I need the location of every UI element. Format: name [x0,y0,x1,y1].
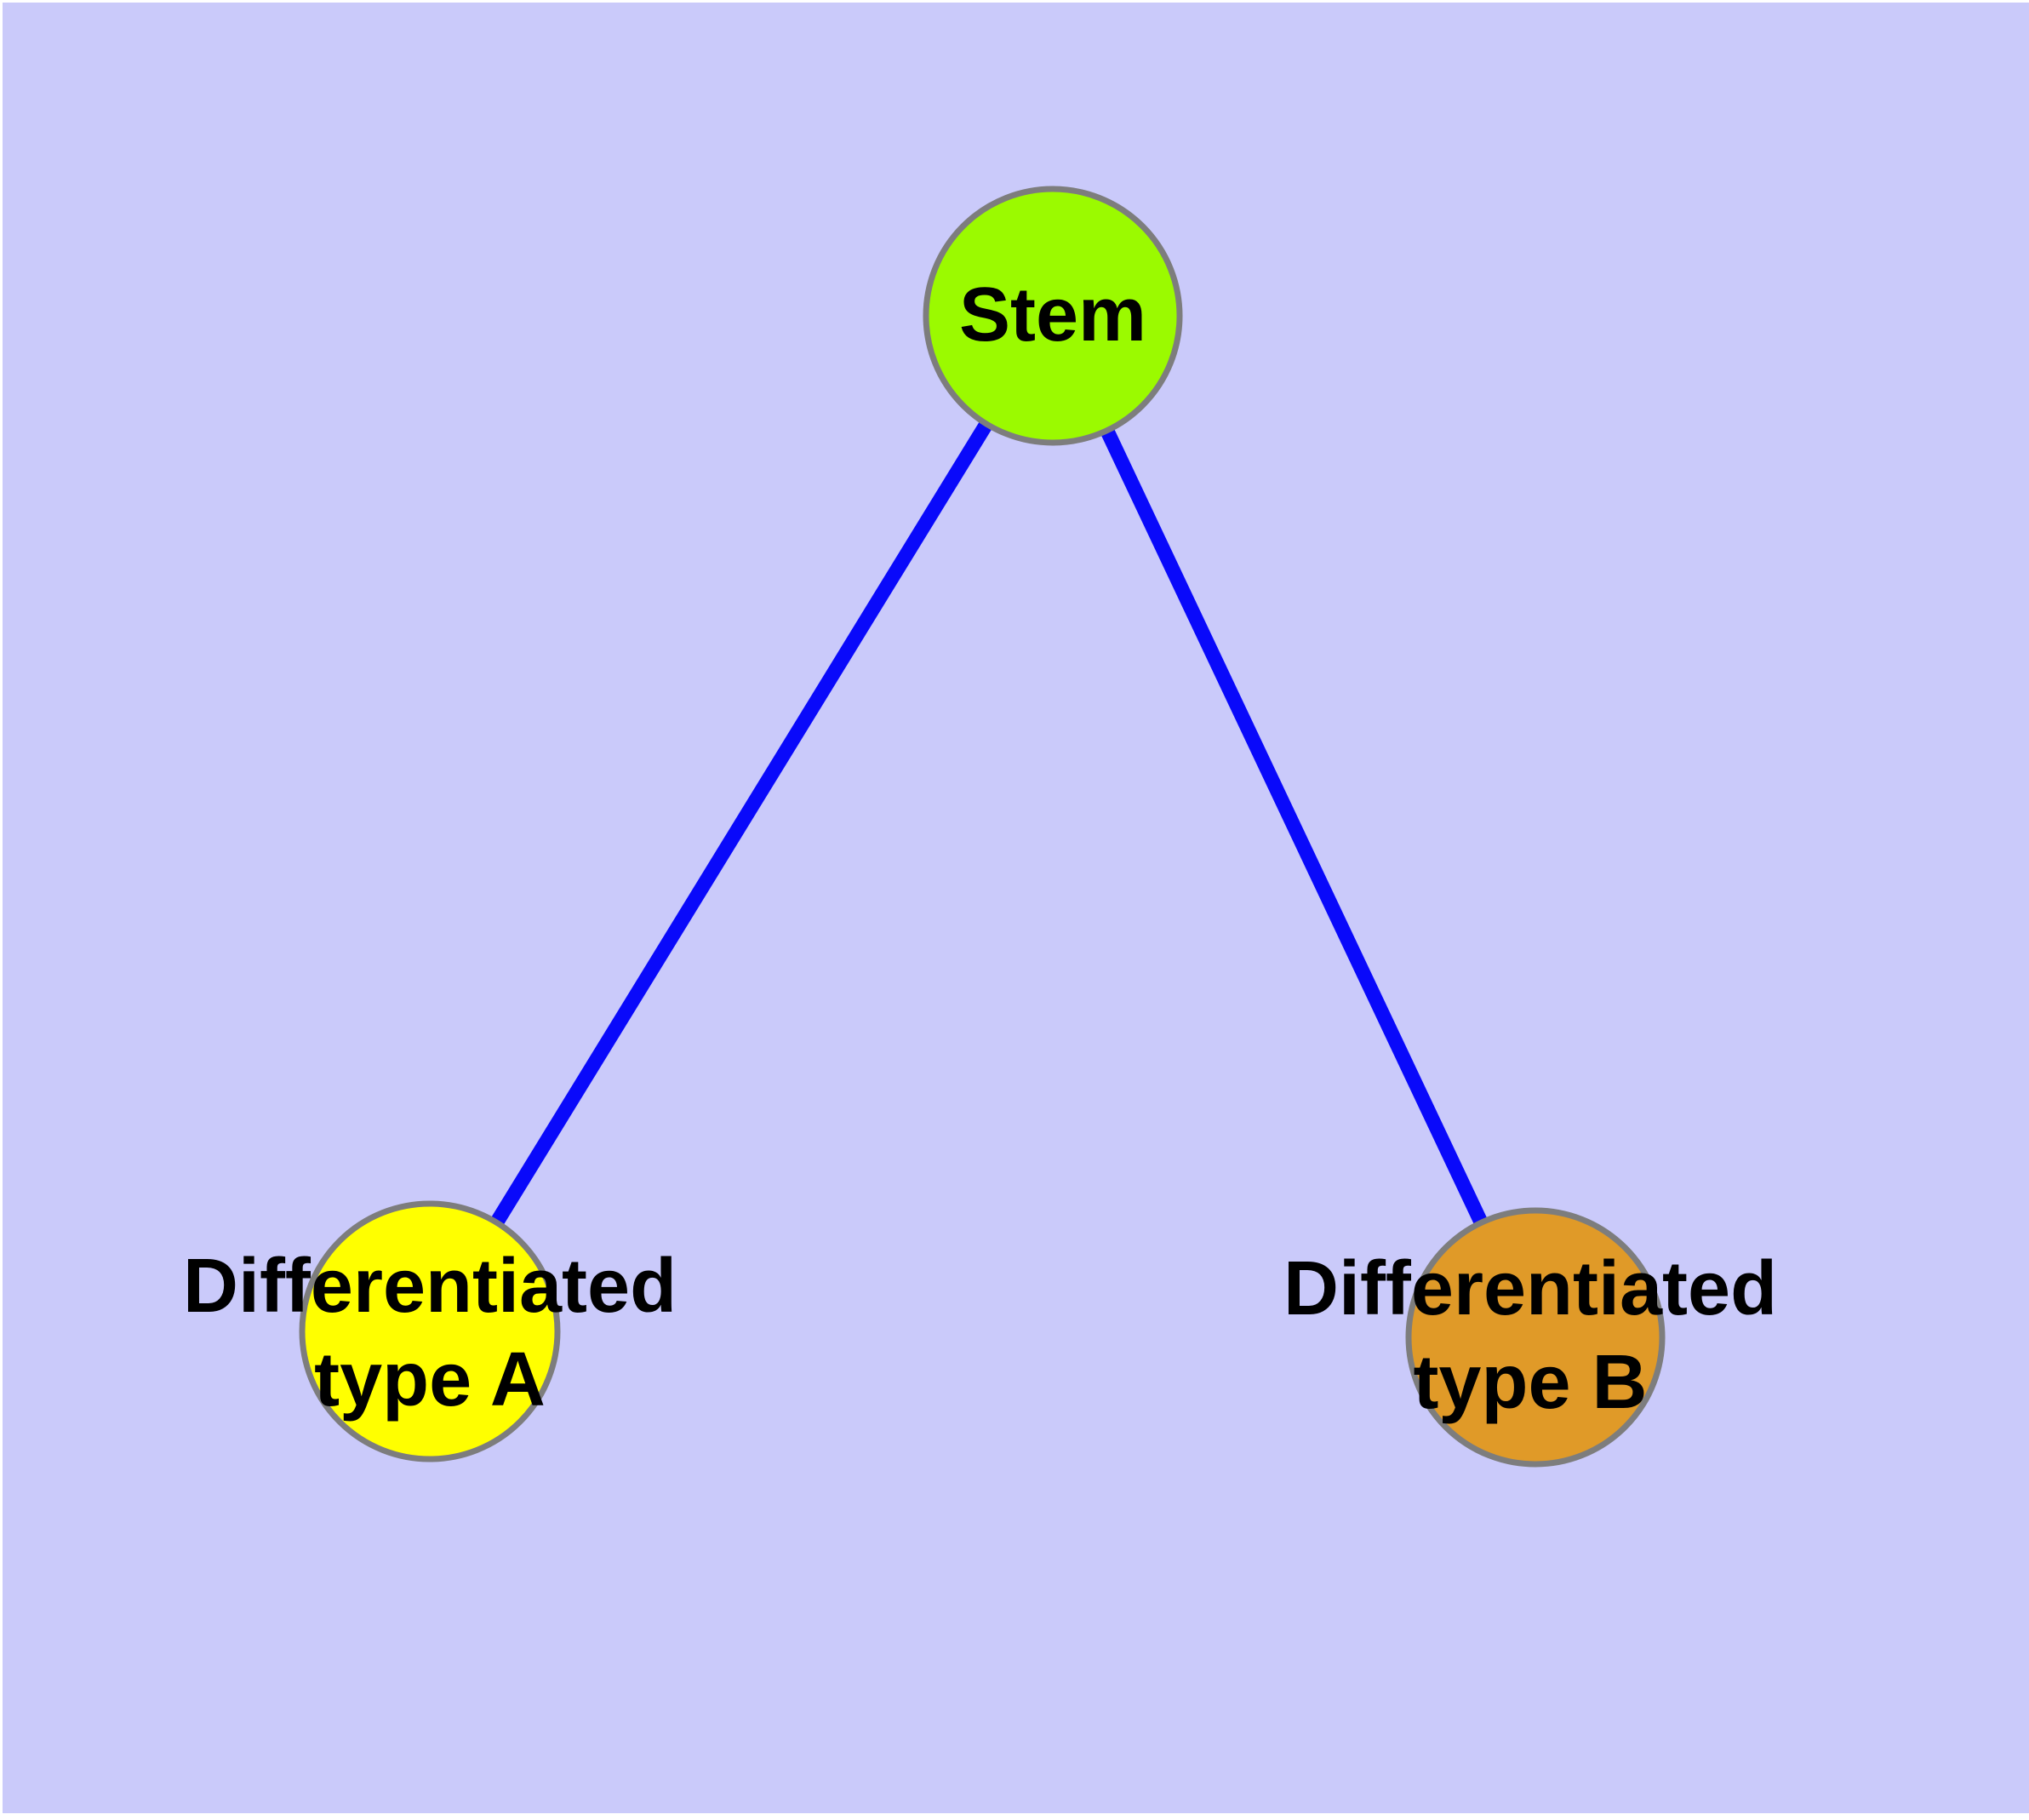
edge-stem-to-type-a [423,312,1060,1336]
node-stem-circle [923,186,1183,446]
node-differentiated-type-a-circle [299,1200,561,1462]
node-differentiated-type-b-circle [1405,1207,1666,1468]
edge-stem-to-type-b [1046,312,1542,1341]
